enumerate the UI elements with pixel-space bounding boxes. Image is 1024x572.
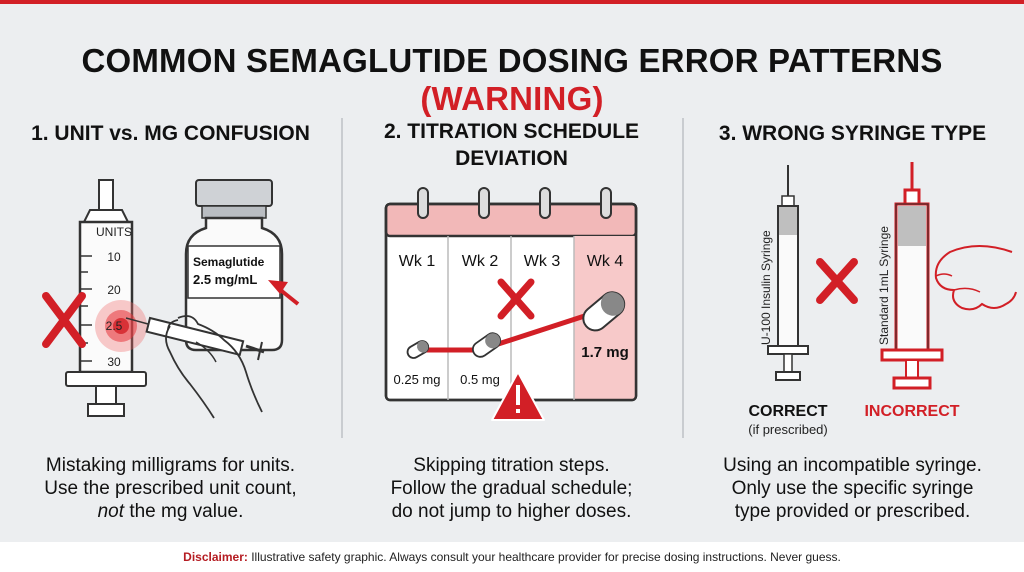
vial-drug-name: Semaglutide — [193, 255, 265, 269]
warning-triangle-icon — [491, 371, 545, 421]
error-x-icon — [816, 258, 858, 304]
panel-titration-deviation: 2. TITRATION SCHEDULE DEVIATION Wk 1 Wk … — [341, 0, 682, 572]
insulin-syringe-icon — [767, 165, 809, 381]
panel1-description: Mistaking milligrams for units. Use the … — [0, 454, 341, 523]
week-3-label: Wk 3 — [524, 253, 561, 270]
panel-divider-2 — [682, 118, 684, 438]
hand-outline-icon — [934, 245, 1017, 311]
week-2-label: Wk 2 — [462, 253, 499, 270]
pill-icon-small — [406, 340, 430, 359]
vial-icon — [184, 179, 284, 352]
disclaimer-label: Disclaimer: — [183, 550, 248, 564]
panel1-line-2: Use the prescribed unit count, — [44, 478, 297, 499]
dose-week-4: 1.7 mg — [581, 344, 629, 361]
scale-label-2-5: 2.5 — [106, 319, 123, 333]
panel2-description: Skipping titration steps. Follow the gra… — [341, 454, 682, 523]
panel2-line-3: do not jump to higher doses. — [391, 501, 632, 522]
incorrect-label: INCORRECT — [864, 403, 959, 420]
arrow-pointer-icon — [268, 280, 300, 306]
panel-unit-vs-mg: 1. UNIT vs. MG CONFUSION UNITS 10 20 2.5… — [0, 0, 341, 572]
insulin-syringe-label: U-100 Insulin Syringe — [759, 230, 773, 345]
panel-wrong-syringe: 3. WRONG SYRINGE TYPE U-100 Insulin Syri… — [682, 0, 1023, 572]
panel3-line-3: type provided or prescribed. — [734, 501, 971, 522]
scale-label-10: 10 — [107, 250, 121, 264]
scale-label-20: 20 — [107, 283, 121, 297]
panel1-line-3: not the mg value. — [0, 500, 341, 523]
correct-note: (if prescribed) — [748, 422, 827, 437]
dose-week-2: 0.5 mg — [460, 372, 500, 387]
disclaimer-text: Illustrative safety graphic. Always cons… — [247, 550, 841, 564]
panel1-line-1: Mistaking milligrams for units. — [45, 455, 296, 476]
panel3-illustration: U-100 Insulin Syringe Standard 1mL Syrin… — [748, 162, 1017, 437]
top-accent-bar — [0, 0, 1024, 4]
week-4-label: Wk 4 — [587, 253, 624, 270]
panel3-line-1: Using an incompatible syringe. — [723, 455, 982, 476]
panel2-illustration: Wk 1 Wk 2 Wk 3 Wk 4 0.25 mg 0.5 mg 1.7 m… — [384, 187, 638, 421]
page-title-warning: (WARNING) — [420, 80, 604, 117]
panel3-heading: 3. WRONG SYRINGE TYPE — [718, 122, 987, 145]
pill-icon-large — [582, 291, 626, 332]
panel3-line-2: Only use the specific syringe — [731, 478, 974, 499]
page-title-main: COMMON SEMAGLUTIDE DOSING ERROR PATTERNS — [81, 42, 943, 79]
panel3-description: Using an incompatible syringe. Only use … — [682, 454, 1023, 523]
dose-week-1: 0.25 mg — [394, 372, 441, 387]
hand-with-syringe-icon — [125, 315, 265, 419]
panel2-line-2: Follow the gradual schedule; — [390, 478, 633, 499]
syringe-scale-title: UNITS — [96, 225, 132, 239]
panel2-heading-2: DEVIATION — [455, 147, 568, 170]
disclaimer-footer: Disclaimer: Illustrative safety graphic.… — [0, 542, 1024, 572]
panel1-illustration: UNITS 10 20 2.5 30 Semaglutide 2.5 mg/mL — [42, 179, 300, 419]
correct-label: CORRECT — [748, 403, 827, 420]
panel1-line-3-text: the mg value. — [129, 501, 244, 522]
scale-label-30: 30 — [107, 355, 121, 369]
panel2-line-1: Skipping titration steps. — [413, 455, 610, 476]
panel-divider-1 — [341, 118, 343, 438]
standard-syringe-icon — [880, 162, 944, 390]
panel1-emphasis: not — [97, 501, 125, 522]
error-x-icon — [42, 292, 86, 348]
page-title: COMMON SEMAGLUTIDE DOSING ERROR PATTERNS… — [0, 42, 1024, 118]
standard-syringe-label: Standard 1mL Syringe — [877, 226, 891, 345]
panel1-heading: 1. UNIT vs. MG CONFUSION — [31, 122, 310, 145]
week-1-label: Wk 1 — [399, 253, 436, 270]
vial-concentration: 2.5 mg/mL — [193, 272, 257, 287]
error-x-icon — [497, 278, 535, 320]
pill-icon-medium — [471, 332, 502, 358]
panel2-heading-1: 2. TITRATION SCHEDULE — [383, 120, 640, 143]
